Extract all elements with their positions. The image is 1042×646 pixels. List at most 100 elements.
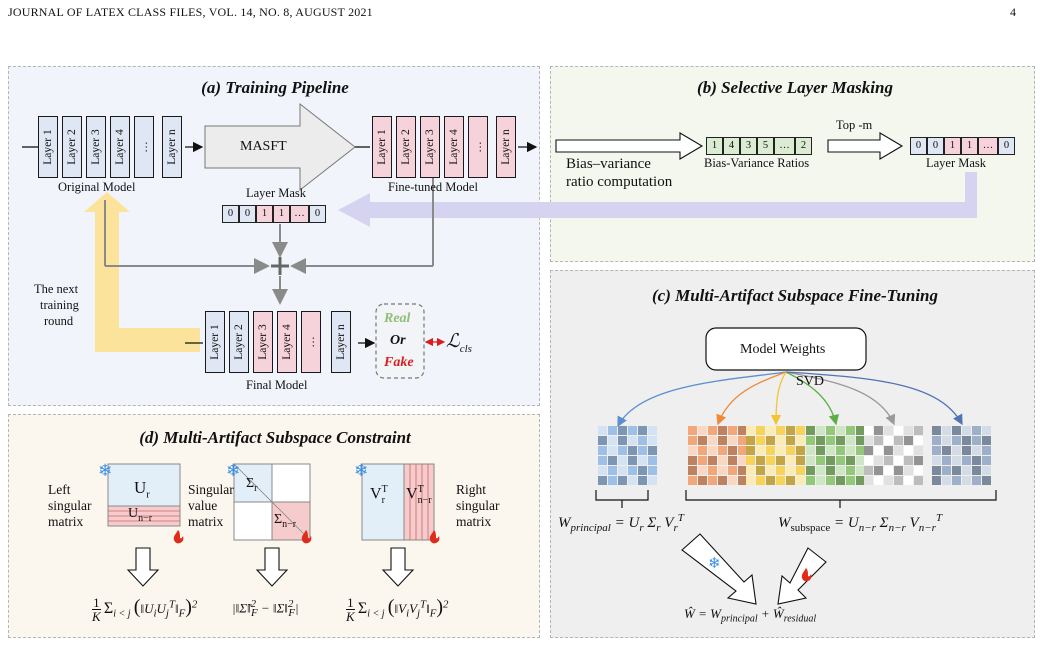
matrix-cell bbox=[708, 476, 717, 485]
bias-variance-ratios-label: Bias-Variance Ratios bbox=[704, 156, 810, 170]
matrix-cell bbox=[766, 436, 775, 445]
matrix-cell bbox=[648, 466, 657, 475]
matrix-cell bbox=[914, 456, 923, 465]
matrix-cell bbox=[618, 446, 627, 455]
matrix-cell bbox=[628, 446, 637, 455]
matrix-cell bbox=[598, 456, 607, 465]
matrix-cell bbox=[894, 426, 903, 435]
matrix-cell bbox=[864, 446, 873, 455]
matrix-cell bbox=[942, 436, 951, 445]
matrix-cell bbox=[796, 476, 805, 485]
matrix-cell bbox=[698, 426, 707, 435]
bias-variance-computation-2: ratio computation bbox=[566, 174, 673, 190]
matrix-cell bbox=[796, 436, 805, 445]
matrix-cell bbox=[816, 446, 825, 455]
matrix-cell bbox=[952, 466, 961, 475]
matrix-cell bbox=[806, 436, 815, 445]
matrix-cell bbox=[796, 446, 805, 455]
layer-cell: Layer n bbox=[331, 311, 351, 373]
matrix-cell bbox=[904, 436, 913, 445]
mask-cell: 0 bbox=[239, 205, 256, 223]
matrix-cell bbox=[972, 426, 981, 435]
matrix-cell bbox=[728, 476, 737, 485]
matrix-cell bbox=[962, 436, 971, 445]
matrix-cell bbox=[816, 436, 825, 445]
matrix-cell bbox=[688, 476, 697, 485]
matrix-cell bbox=[718, 446, 727, 455]
ratio-cell: 1 bbox=[706, 137, 723, 155]
matrix-cell bbox=[688, 436, 697, 445]
matrix-cell bbox=[874, 466, 883, 475]
matrix-cell bbox=[874, 456, 883, 465]
matrix-cell bbox=[608, 436, 617, 445]
matrix-cell bbox=[816, 426, 825, 435]
matrix-cell bbox=[638, 446, 647, 455]
matrix-cell bbox=[806, 466, 815, 475]
matrix-cell bbox=[598, 466, 607, 475]
matrix-cell bbox=[856, 446, 865, 455]
layer-cell: Layer 4 bbox=[277, 311, 297, 373]
matrix-cell bbox=[766, 426, 775, 435]
panel-a-title: (a) Training Pipeline bbox=[201, 78, 349, 97]
or-label: Or bbox=[390, 333, 406, 348]
matrix-cell bbox=[826, 436, 835, 445]
matrix-cell bbox=[648, 426, 657, 435]
mask-cell: 1 bbox=[273, 205, 290, 223]
matrix-cell bbox=[718, 466, 727, 475]
matrix-cell bbox=[598, 426, 607, 435]
right-singular-label-2: singular bbox=[456, 498, 500, 513]
masft-arrow bbox=[204, 102, 356, 192]
matrix-cell bbox=[836, 466, 845, 475]
layer-cell: Layer 1 bbox=[372, 116, 392, 178]
matrix-cell bbox=[776, 426, 785, 435]
matrix-cell bbox=[688, 446, 697, 455]
layer-mask-label: Layer Mask bbox=[246, 186, 307, 200]
matrix-cell bbox=[816, 466, 825, 475]
left-singular-label-1: Left bbox=[48, 482, 71, 497]
matrix-cell bbox=[786, 436, 795, 445]
layer-cell: Layer 3 bbox=[253, 311, 273, 373]
matrix-cell bbox=[786, 456, 795, 465]
fake-label: Fake bbox=[384, 355, 414, 370]
matrix-cell bbox=[864, 426, 873, 435]
matrix-cell bbox=[598, 476, 607, 485]
next-round-label-1: The next bbox=[34, 282, 79, 296]
matrix-cell bbox=[628, 426, 637, 435]
matrix-cell bbox=[982, 466, 991, 475]
next-round-label-3: round bbox=[44, 314, 74, 328]
model-weights-label: Model Weights bbox=[740, 342, 826, 357]
matrix-cell bbox=[864, 456, 873, 465]
panel-d-title: (d) Multi-Artifact Subspace Constraint bbox=[139, 428, 411, 447]
matrix-cell bbox=[786, 426, 795, 435]
matrix-cell bbox=[718, 456, 727, 465]
matrix-cell bbox=[932, 476, 941, 485]
layer-cell: … bbox=[468, 116, 488, 178]
matrix-cell bbox=[708, 456, 717, 465]
mask-cell: 0 bbox=[910, 137, 927, 155]
matrix-cell bbox=[776, 456, 785, 465]
right-singular-label-1: Right bbox=[456, 482, 487, 497]
matrix-cell bbox=[806, 476, 815, 485]
matrix-cell bbox=[608, 456, 617, 465]
freeze-icon: ❄ bbox=[354, 461, 368, 480]
matrix-cell bbox=[756, 466, 765, 475]
matrix-cell bbox=[846, 436, 855, 445]
matrix-cell bbox=[914, 436, 923, 445]
bias-variance-arrow bbox=[555, 132, 704, 160]
matrix-cell bbox=[864, 436, 873, 445]
matrix-cell bbox=[894, 436, 903, 445]
original-model-label: Original Model bbox=[58, 180, 136, 194]
mask-cell: 0 bbox=[222, 205, 239, 223]
matrix-cell bbox=[884, 456, 893, 465]
mask-cell: 0 bbox=[998, 137, 1015, 155]
matrix-cell bbox=[864, 466, 873, 475]
matrix-cell bbox=[796, 466, 805, 475]
matrix-cell bbox=[628, 436, 637, 445]
matrix-cell bbox=[738, 456, 747, 465]
matrix-cell bbox=[856, 466, 865, 475]
matrix-cell bbox=[914, 466, 923, 475]
matrix-cell bbox=[728, 466, 737, 475]
model-weights-box bbox=[705, 327, 867, 371]
real-label: Real bbox=[384, 311, 411, 326]
